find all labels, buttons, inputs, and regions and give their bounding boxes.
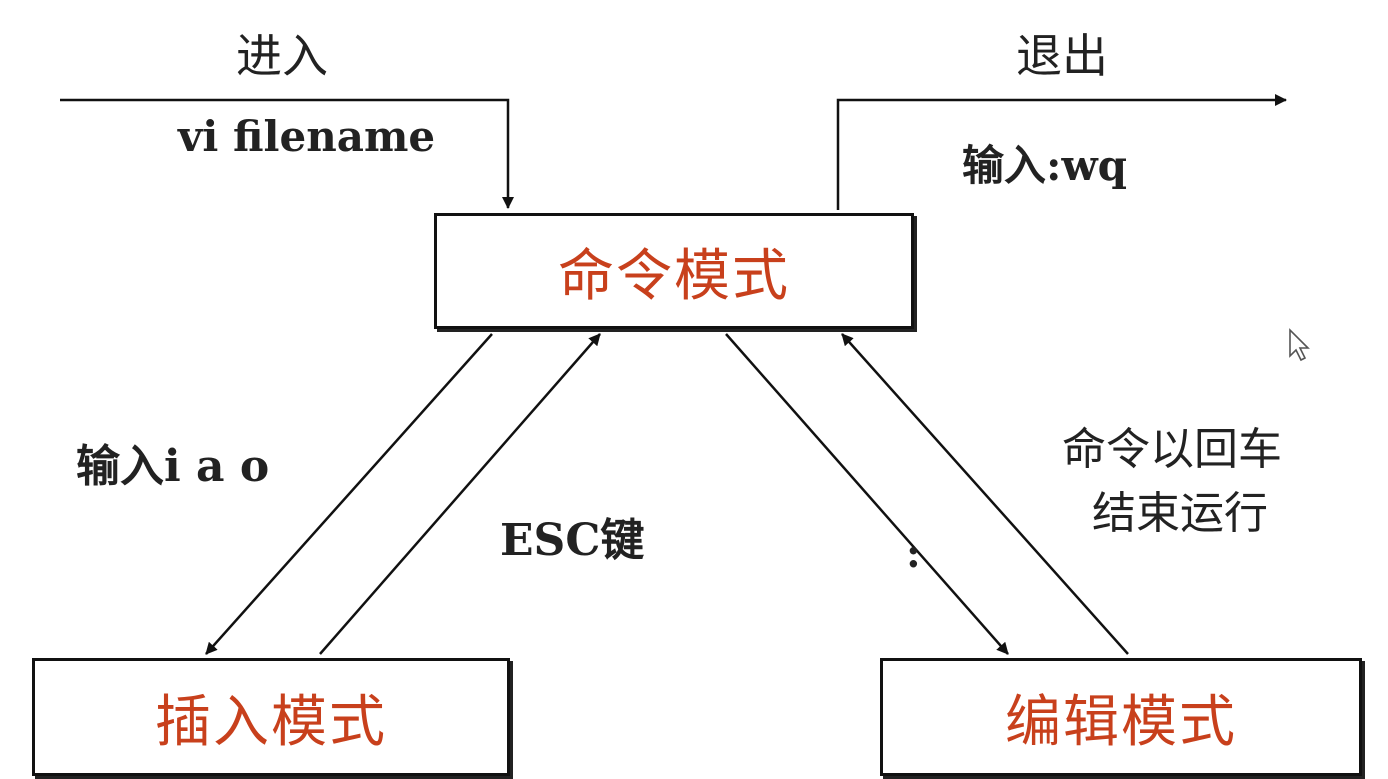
insert-mode-box: 插入模式 [32,658,510,776]
esc-arrow [319,333,601,655]
return-arrow [841,333,1129,655]
colon-label: : [906,530,921,577]
command-mode-label: 命令模式 [558,243,790,309]
vi-filename-label: vi filename [178,112,436,161]
enter-arrow [60,98,514,209]
esc-key-label: ESC键 [500,515,645,566]
command-note-line2: 结束运行 [1092,488,1268,539]
mouse-pointer-icon [1289,328,1310,362]
insert-mode-label: 插入模式 [155,689,387,755]
to-edit-arrow [725,333,1009,655]
command-note-line1: 命令以回车 [1062,424,1282,475]
edit-mode-box: 编辑模式 [880,658,1362,776]
command-mode-box: 命令模式 [434,213,914,329]
command-note: 命令以回车 结束运行 [1062,418,1282,546]
to-insert-arrow [205,333,493,655]
input-iao-label: 输入i a o [76,441,270,492]
exit-label: 退出 [1016,29,1108,83]
edit-mode-label: 编辑模式 [1005,689,1237,755]
enter-label: 进入 [236,29,328,83]
exit-arrow [836,94,1287,210]
input-wq-label: 输入:wq [962,141,1128,190]
